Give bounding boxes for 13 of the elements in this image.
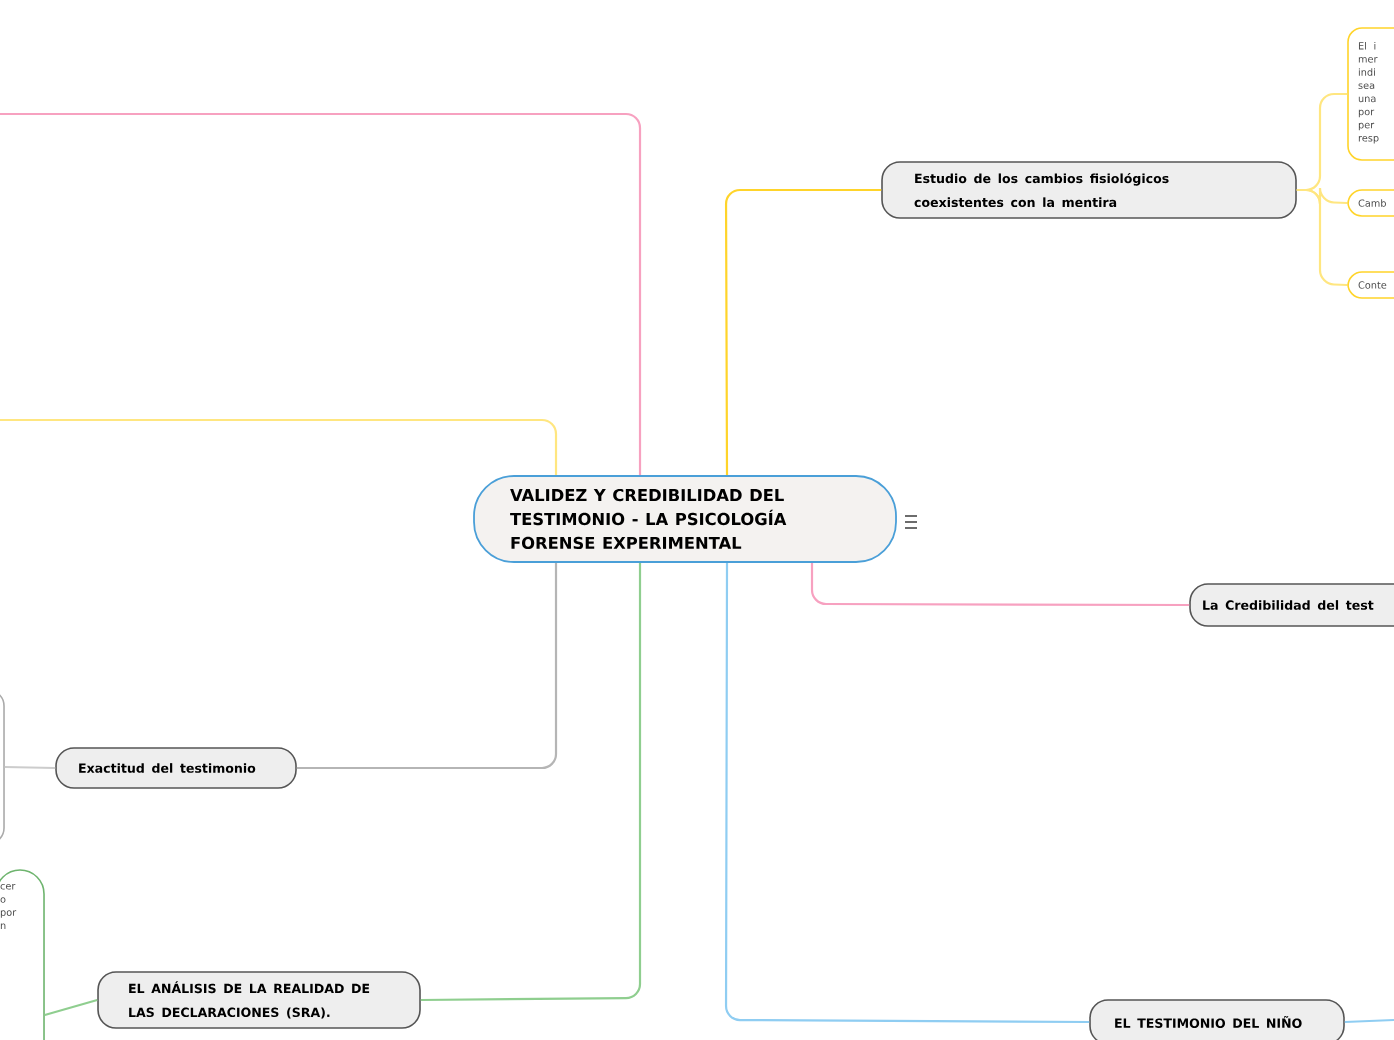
connector-line bbox=[724, 188, 882, 476]
connector-line bbox=[44, 998, 98, 1017]
connector-line bbox=[724, 562, 1090, 1024]
connector-line bbox=[0, 112, 642, 476]
central-topic-box: VALIDEZ Y CREDIBILIDAD DEL TESTIMONIO - LA PSICOLOGÍA FORENSE EXPERIMENTAL bbox=[473, 475, 897, 563]
connector-line bbox=[1296, 188, 1348, 287]
connector-line bbox=[1344, 1018, 1394, 1024]
connector-line bbox=[0, 418, 558, 476]
connector-line bbox=[296, 562, 558, 770]
connector-line bbox=[810, 562, 1190, 607]
connector-line bbox=[4, 765, 56, 770]
rounded-box bbox=[0, 689, 5, 845]
connector-line bbox=[420, 562, 642, 1002]
